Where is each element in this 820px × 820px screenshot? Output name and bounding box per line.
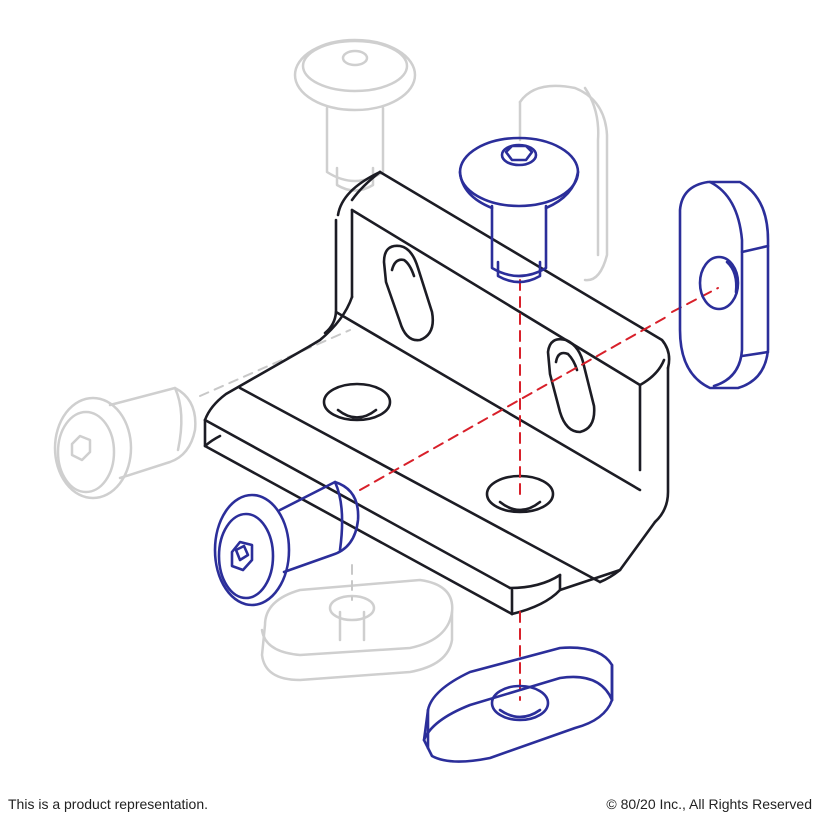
ghost-tnut-bottom bbox=[260, 578, 454, 682]
highlighted-hardware bbox=[213, 136, 770, 763]
ghost-guide-lines bbox=[199, 329, 353, 601]
ghost-screw-left bbox=[53, 386, 197, 500]
blue-screw-left bbox=[213, 480, 360, 607]
blue-tnut-right bbox=[678, 180, 770, 390]
corner-bracket bbox=[203, 170, 671, 616]
ghost-screw-top bbox=[293, 38, 417, 192]
blue-screw-top bbox=[458, 136, 580, 284]
copyright-notice: © 80/20 Inc., All Rights Reserved bbox=[606, 796, 812, 812]
product-disclaimer: This is a product representation. bbox=[8, 796, 208, 812]
blue-tnut-bottom bbox=[422, 646, 614, 763]
ghost-parts bbox=[53, 38, 609, 682]
ghost-tnut-right bbox=[518, 84, 609, 282]
